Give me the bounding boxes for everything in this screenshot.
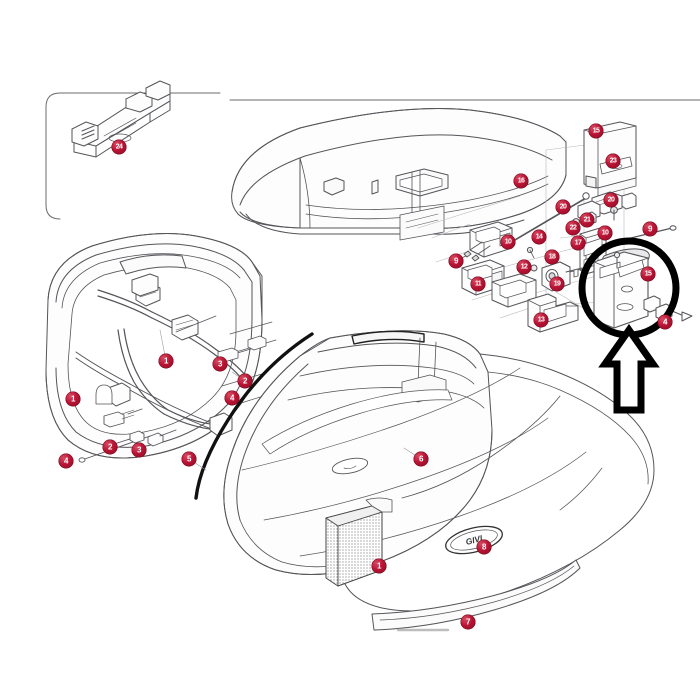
callout-marker-1: 1 (65, 391, 81, 407)
callout-marker-1: 1 (158, 353, 174, 369)
callout-marker-8: 8 (476, 539, 492, 555)
callout-marker-10: 10 (500, 234, 516, 250)
callout-marker-4: 4 (224, 390, 240, 406)
callout-marker-13: 13 (533, 312, 549, 328)
callout-marker-7: 7 (460, 614, 476, 630)
callout-marker-5: 5 (181, 451, 197, 467)
callout-marker-3: 3 (131, 442, 147, 458)
highlight-arrow-icon (598, 323, 660, 414)
callout-marker-4: 4 (657, 314, 673, 330)
callout-marker-4: 4 (58, 453, 74, 469)
callout-marker-3: 3 (212, 356, 228, 372)
callout-marker-16: 16 (513, 173, 529, 189)
right-pannier: GIVI (194, 330, 655, 632)
callout-marker-10: 10 (597, 225, 613, 241)
callout-marker-11: 11 (470, 276, 486, 292)
callout-marker-1: 1 (371, 558, 387, 574)
callout-marker-15: 15 (640, 266, 656, 282)
left-pannier (45, 233, 277, 463)
part-14-pin (526, 246, 535, 259)
callout-marker-17: 17 (570, 235, 586, 251)
callout-marker-21: 21 (579, 212, 595, 228)
callout-marker-15: 15 (588, 123, 604, 139)
inset-part-24 (71, 80, 171, 158)
bottom-trim (371, 559, 581, 632)
callout-marker-20: 20 (603, 192, 619, 208)
part-23-face (597, 177, 637, 197)
callout-marker-9: 9 (448, 253, 464, 269)
inset-frame (45, 92, 700, 220)
top-case-lid (231, 107, 567, 241)
callout-marker-20: 20 (555, 199, 571, 215)
callout-marker-12: 12 (516, 259, 532, 275)
callout-marker-22: 22 (565, 220, 581, 236)
callout-marker-24: 24 (111, 139, 127, 155)
callout-marker-23: 23 (605, 153, 621, 169)
part-12-striker (491, 273, 537, 308)
callout-marker-14: 14 (531, 229, 547, 245)
callout-marker-2: 2 (237, 373, 253, 389)
callout-marker-9: 9 (642, 221, 658, 237)
callout-marker-18: 18 (544, 249, 560, 265)
callout-marker-2: 2 (102, 439, 118, 455)
mesh-pad (325, 505, 383, 587)
callout-marker-19: 19 (549, 276, 565, 292)
hardware-cluster (417, 121, 693, 333)
callout-marker-6: 6 (413, 451, 429, 467)
